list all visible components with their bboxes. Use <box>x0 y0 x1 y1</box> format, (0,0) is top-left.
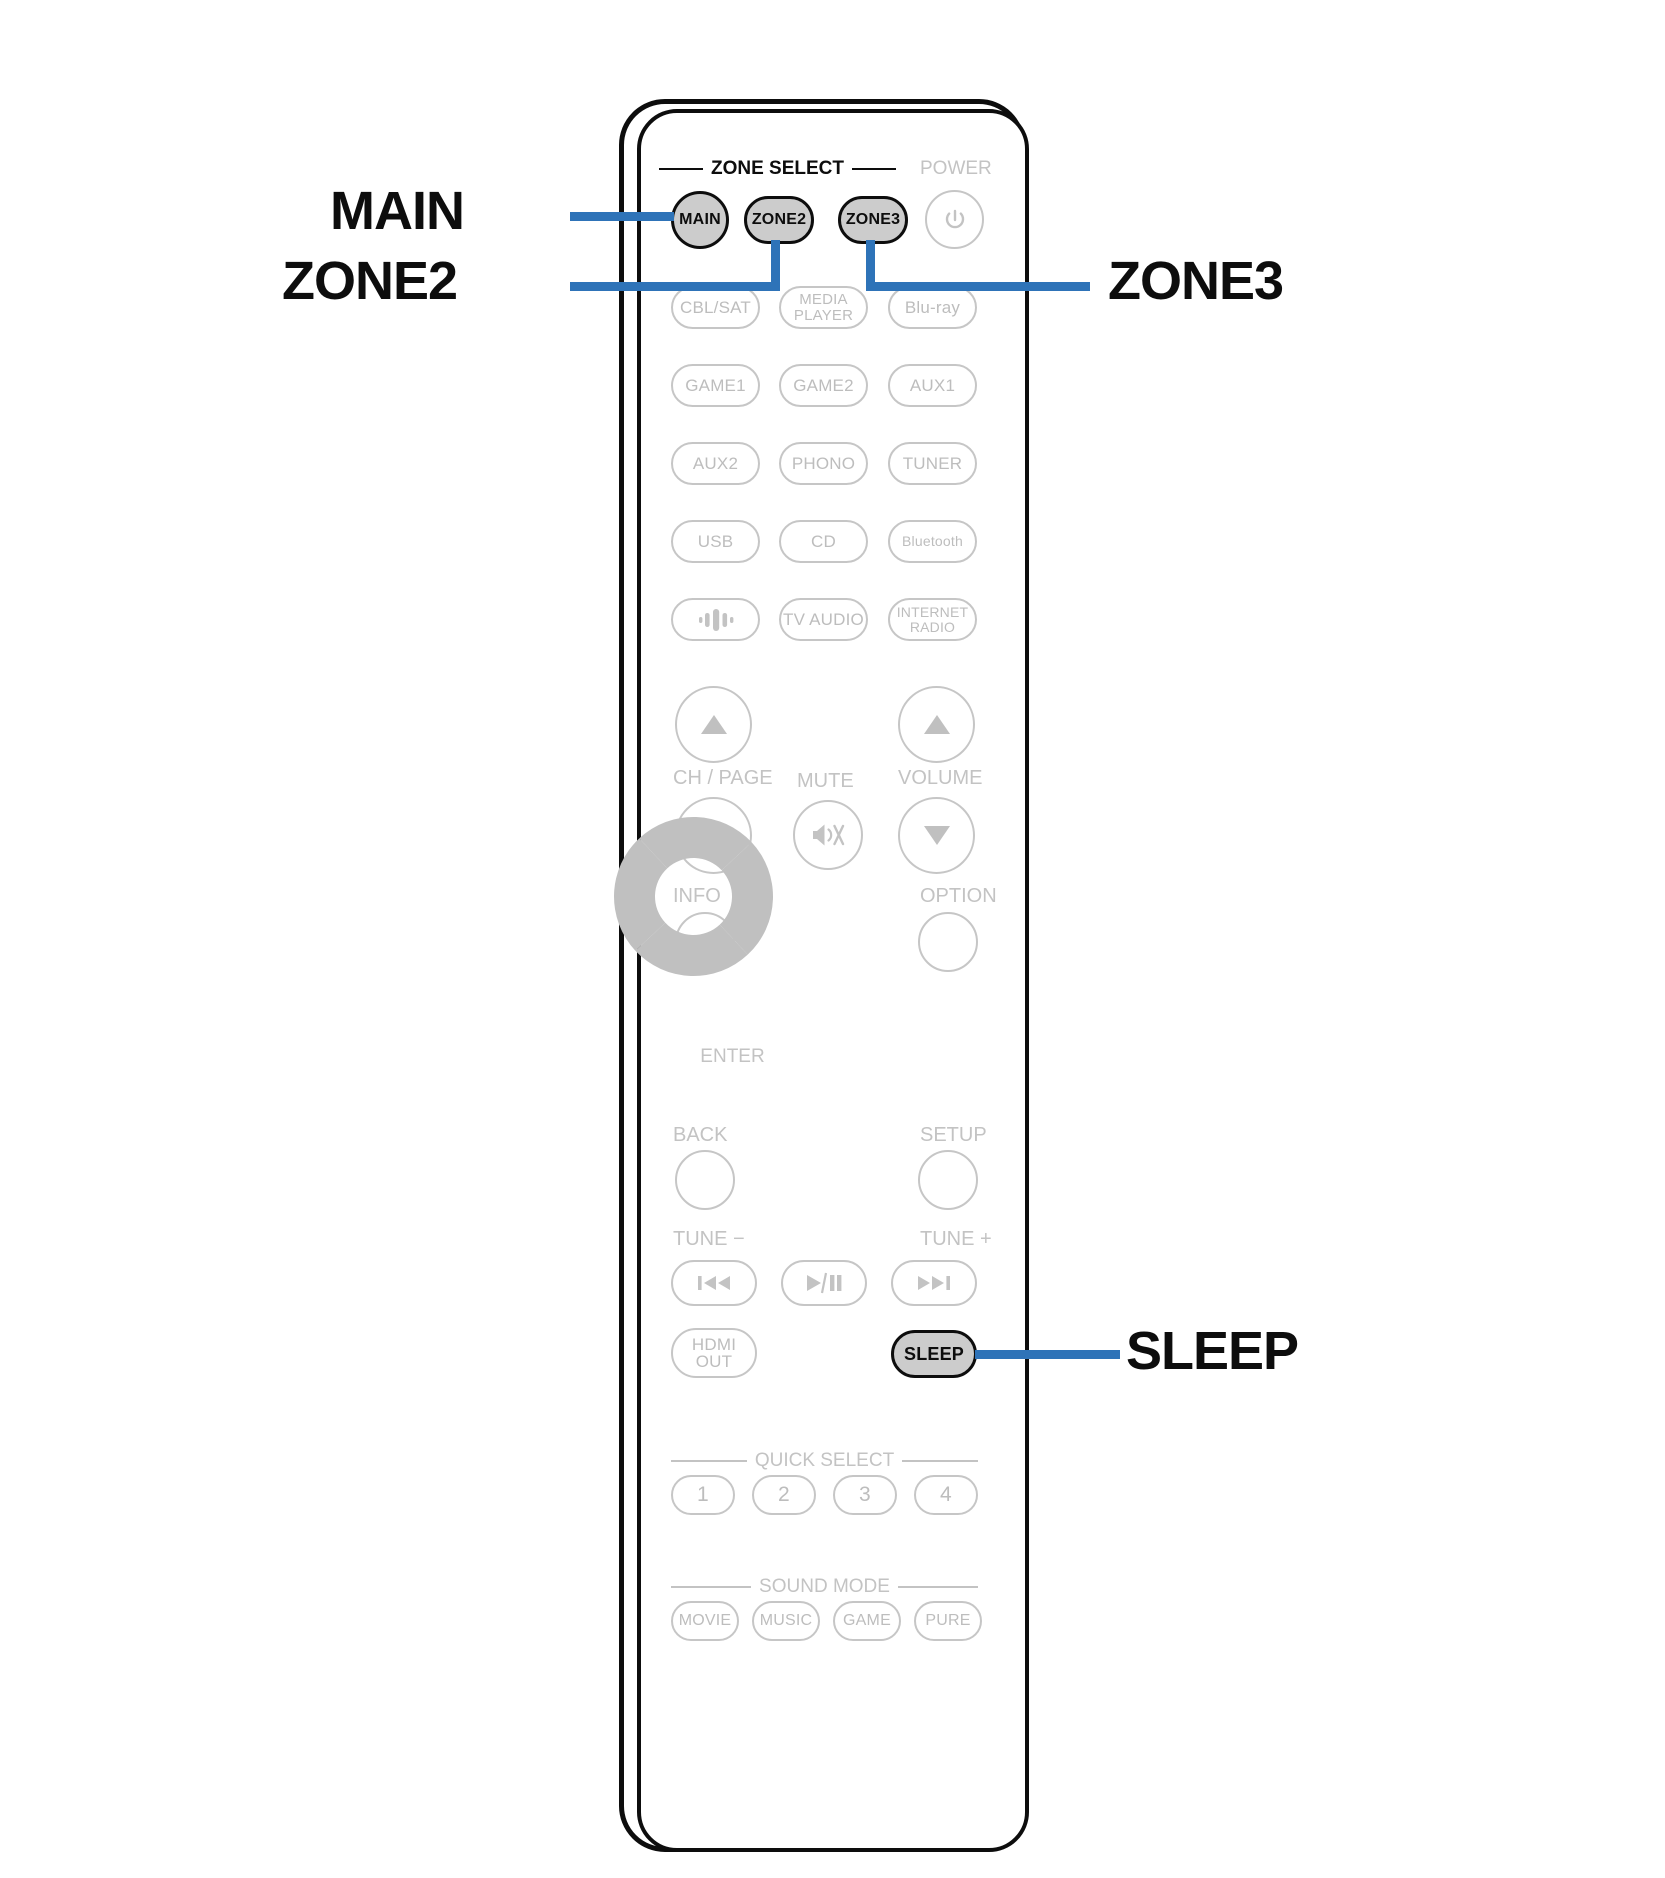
sound-mode-button-movie[interactable]: MOVIE <box>671 1601 739 1641</box>
play-pause-icon <box>807 1272 842 1294</box>
volume-label: VOLUME <box>898 767 983 789</box>
input-button-cbl-sat[interactable]: CBL/SAT <box>671 286 760 329</box>
setup-button[interactable] <box>918 1150 978 1210</box>
triangle-up-icon <box>700 715 727 734</box>
zone-button-zone2[interactable]: ZONE2 <box>744 196 814 244</box>
leader-line-sleep <box>975 1350 1120 1359</box>
leader-line-zone3-vertical <box>866 240 875 291</box>
input-button-phono[interactable]: PHONO <box>779 442 868 485</box>
power-label: POWER <box>920 158 992 179</box>
rule-left <box>671 1459 747 1463</box>
hdmi-out-button[interactable]: HDMI OUT <box>671 1328 757 1378</box>
skip-back-icon <box>698 1276 730 1290</box>
back-label: BACK <box>673 1124 728 1146</box>
zone-select-header-label: ZONE SELECT <box>710 158 844 179</box>
back-button[interactable] <box>675 1150 735 1210</box>
option-button[interactable] <box>918 912 978 972</box>
callout-label-zone3: ZONE3 <box>1108 251 1284 311</box>
setup-label: SETUP <box>920 1124 987 1146</box>
input-button-usb[interactable]: USB <box>671 520 760 563</box>
power-button[interactable] <box>925 190 984 249</box>
navigation-dpad[interactable] <box>612 815 775 978</box>
sound-mode-button-pure[interactable]: PURE <box>914 1601 982 1641</box>
input-button-game2[interactable]: GAME2 <box>779 364 868 407</box>
dpad-down-icon <box>683 950 705 966</box>
leader-line-zone3-horizontal <box>866 282 1090 291</box>
zone-button-zone3[interactable]: ZONE3 <box>838 196 908 244</box>
leader-line-zone2-horizontal <box>570 282 780 291</box>
input-button-heos[interactable] <box>671 598 760 641</box>
tune-minus-label: TUNE − <box>673 1228 745 1250</box>
quick-select-button-3[interactable]: 3 <box>833 1475 897 1515</box>
input-button-aux2[interactable]: AUX2 <box>671 442 760 485</box>
ch-page-label: CH / PAGE <box>673 767 773 789</box>
play-pause-button[interactable] <box>781 1260 867 1306</box>
ch-page-up-button[interactable] <box>675 686 752 763</box>
volume-up-button[interactable] <box>898 686 975 763</box>
heos-icon <box>698 608 733 631</box>
dpad-left-icon <box>624 886 639 906</box>
option-label: OPTION <box>920 885 997 907</box>
quick-select-button-4[interactable]: 4 <box>914 1475 978 1515</box>
skip-forward-icon <box>918 1276 950 1290</box>
quick-select-button-1[interactable]: 1 <box>671 1475 735 1515</box>
tune-plus-label: TUNE + <box>920 1228 992 1250</box>
dpad-right-icon <box>748 886 763 906</box>
rule-right <box>902 1459 978 1463</box>
quick-select-header: QUICK SELECT <box>671 1450 978 1472</box>
skip-back-button[interactable] <box>671 1260 757 1306</box>
rule-left <box>671 1585 752 1589</box>
quick-select-button-2[interactable]: 2 <box>752 1475 816 1515</box>
callout-label-main: MAIN <box>330 181 465 241</box>
sound-mode-header: SOUND MODE <box>671 1576 978 1598</box>
input-button-internet-radio[interactable]: INTERNET RADIO <box>888 598 977 641</box>
input-button-cd[interactable]: CD <box>779 520 868 563</box>
rule-left <box>659 167 703 171</box>
enter-label: ENTER <box>700 1046 765 1067</box>
callout-label-sleep: SLEEP <box>1126 1321 1299 1381</box>
input-button-tuner[interactable]: TUNER <box>888 442 977 485</box>
mute-label: MUTE <box>797 770 854 792</box>
info-label: INFO <box>673 885 721 907</box>
mute-button[interactable] <box>793 800 863 870</box>
input-button-blu-ray[interactable]: Blu-ray <box>888 286 977 329</box>
volume-down-button[interactable] <box>898 797 975 874</box>
rule-right <box>852 167 896 171</box>
rule-right <box>897 1585 978 1589</box>
input-button-game1[interactable]: GAME1 <box>671 364 760 407</box>
quick-select-header-label: QUICK SELECT <box>754 1450 895 1471</box>
zone-button-main[interactable]: MAIN <box>671 191 729 249</box>
sound-mode-button-game[interactable]: GAME <box>833 1601 901 1641</box>
skip-forward-button[interactable] <box>891 1260 977 1306</box>
mute-icon <box>813 824 845 846</box>
leader-line-main <box>570 212 674 221</box>
sleep-button[interactable]: SLEEP <box>891 1330 977 1378</box>
triangle-up-icon <box>923 715 950 734</box>
triangle-down-icon <box>923 826 950 845</box>
input-button-bluetooth[interactable]: Bluetooth <box>888 520 977 563</box>
dpad-ring <box>614 817 773 976</box>
input-button-tv-audio[interactable]: TV AUDIO <box>779 598 868 641</box>
power-icon <box>945 209 964 228</box>
sound-mode-header-label: SOUND MODE <box>759 1576 890 1597</box>
dpad-up-icon <box>683 827 705 843</box>
leader-line-zone2-vertical <box>771 240 780 291</box>
input-button-aux1[interactable]: AUX1 <box>888 364 977 407</box>
callout-label-zone2: ZONE2 <box>282 251 458 311</box>
zone-select-header: ZONE SELECT <box>659 158 896 180</box>
sound-mode-button-music[interactable]: MUSIC <box>752 1601 820 1641</box>
input-button-media-player[interactable]: MEDIA PLAYER <box>779 286 868 329</box>
